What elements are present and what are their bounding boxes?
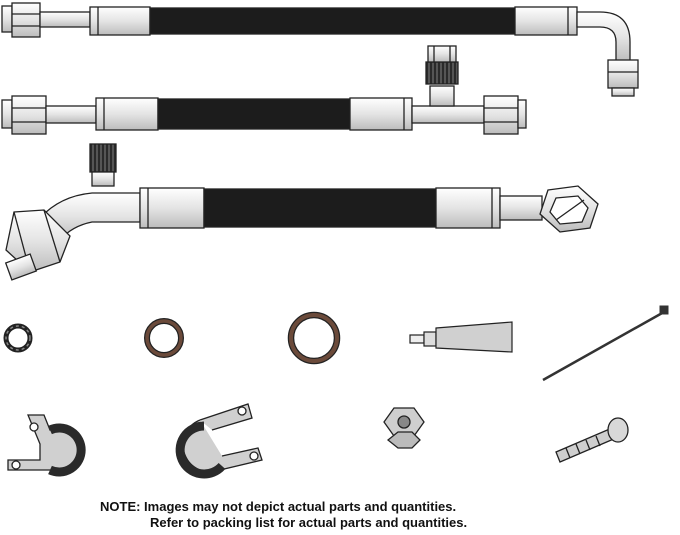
hose-assembly-top (1, 2, 639, 97)
o-ring-small (144, 318, 184, 358)
o-ring-large (287, 311, 341, 365)
note-line-1: NOTE: Images may not depict actual parts… (100, 499, 457, 514)
hex-nut (383, 407, 425, 449)
lubricant-tube (409, 321, 513, 353)
note-line-2: Refer to packing list for actual parts a… (150, 515, 468, 530)
cushion-clamp-right (175, 403, 263, 479)
hose-assembly-bottom (4, 143, 599, 281)
bolt (555, 417, 629, 463)
hose-assembly-middle (1, 45, 527, 135)
cushion-clamp-left (7, 414, 86, 477)
sealing-washer (3, 323, 33, 353)
cable-tie (542, 305, 669, 382)
